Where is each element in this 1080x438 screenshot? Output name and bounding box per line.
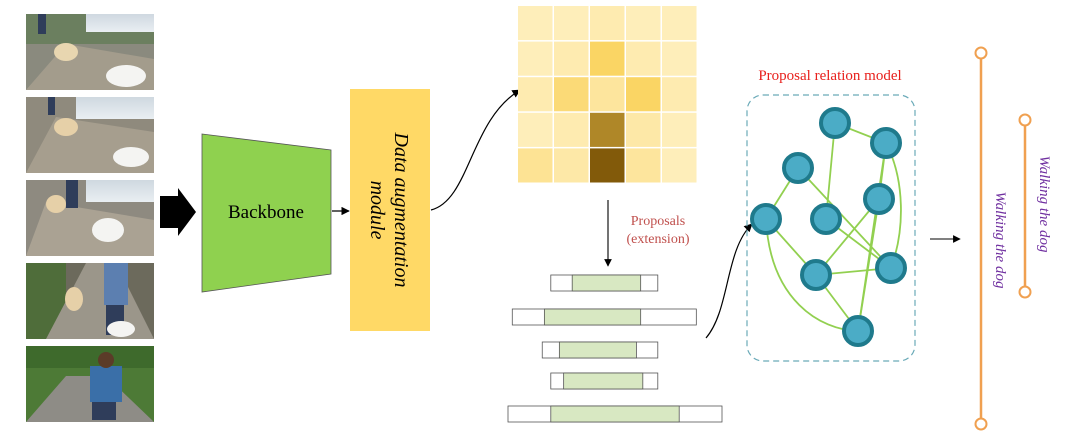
heatmap-cell <box>518 112 553 147</box>
timeline-short-start <box>1018 113 1032 127</box>
relation-edge <box>815 198 880 276</box>
arrow-proposals-to-relation <box>705 223 753 339</box>
video-frames <box>26 14 154 422</box>
timeline-short-end <box>1018 285 1032 299</box>
relation-node <box>842 315 874 347</box>
heatmap-cell <box>590 77 625 112</box>
proposal-bar-inner <box>550 405 680 423</box>
heatmap-cell <box>662 6 697 41</box>
heatmap-cell <box>662 112 697 147</box>
video-frame <box>26 346 154 422</box>
relation-node <box>819 107 851 139</box>
big-arrow-icon <box>160 188 196 236</box>
output-timelines: Walking the dog Walking the dog <box>974 46 1052 431</box>
heatmap-grid <box>518 6 697 183</box>
heatmap-cell <box>626 148 661 183</box>
video-frame <box>26 263 154 339</box>
heatmap-cell <box>626 6 661 41</box>
video-frame <box>26 97 154 173</box>
arrow-augmentation-to-heatmap <box>430 89 521 211</box>
relation-edge <box>857 198 880 332</box>
heatmap-cell <box>662 148 697 183</box>
heatmap-cell <box>518 41 553 76</box>
proposal-bar-inner <box>563 372 644 390</box>
heatmap-cell <box>518 148 553 183</box>
heatmap-cell <box>626 112 661 147</box>
proposal-bar-inner <box>558 341 637 359</box>
video-frame <box>26 14 154 90</box>
heatmap-cell <box>554 112 589 147</box>
action-label-short: Walking the dog <box>1036 156 1052 253</box>
relation-model-title: Proposal relation model <box>758 68 901 84</box>
augmentation-block: Data augmentation module <box>350 89 430 331</box>
relation-edge <box>825 122 836 220</box>
augmentation-label-line1: Data augmentation <box>390 132 412 288</box>
augmentation-label-line2: module <box>366 181 388 240</box>
heatmap-cell <box>590 41 625 76</box>
heatmap-cell <box>590 112 625 147</box>
heatmap-cell <box>626 41 661 76</box>
relation-nodes <box>750 107 907 347</box>
relation-node <box>750 203 782 235</box>
relation-node <box>810 203 842 235</box>
proposal-bar-inner <box>543 308 642 326</box>
action-label-long: Walking the dog <box>992 192 1008 289</box>
proposals-sublabel: (extension) <box>627 232 690 247</box>
heatmap-cell <box>518 77 553 112</box>
heatmap-cell <box>662 41 697 76</box>
heatmap-cell <box>626 77 661 112</box>
proposals-label: Proposals <box>631 214 685 229</box>
heatmap-cell <box>662 77 697 112</box>
heatmap-cell <box>518 6 553 41</box>
heatmap-cell <box>554 77 589 112</box>
proposal-bar-inner <box>571 274 642 292</box>
timeline-long-end <box>974 417 988 431</box>
heatmap-cell <box>590 6 625 41</box>
heatmap-cell <box>554 148 589 183</box>
relation-node <box>863 183 895 215</box>
backbone-block: Backbone <box>201 133 332 293</box>
relation-edge <box>797 167 892 269</box>
backbone-label: Backbone <box>228 202 304 223</box>
relation-node <box>870 127 902 159</box>
proposal-bars <box>507 274 723 423</box>
timeline-long-start <box>974 46 988 60</box>
heatmap-cell <box>590 148 625 183</box>
heatmap-cell <box>554 41 589 76</box>
relation-node <box>800 259 832 291</box>
heatmap-cell <box>554 6 589 41</box>
relation-node <box>875 252 907 284</box>
relation-node <box>782 152 814 184</box>
video-frame <box>26 180 154 256</box>
